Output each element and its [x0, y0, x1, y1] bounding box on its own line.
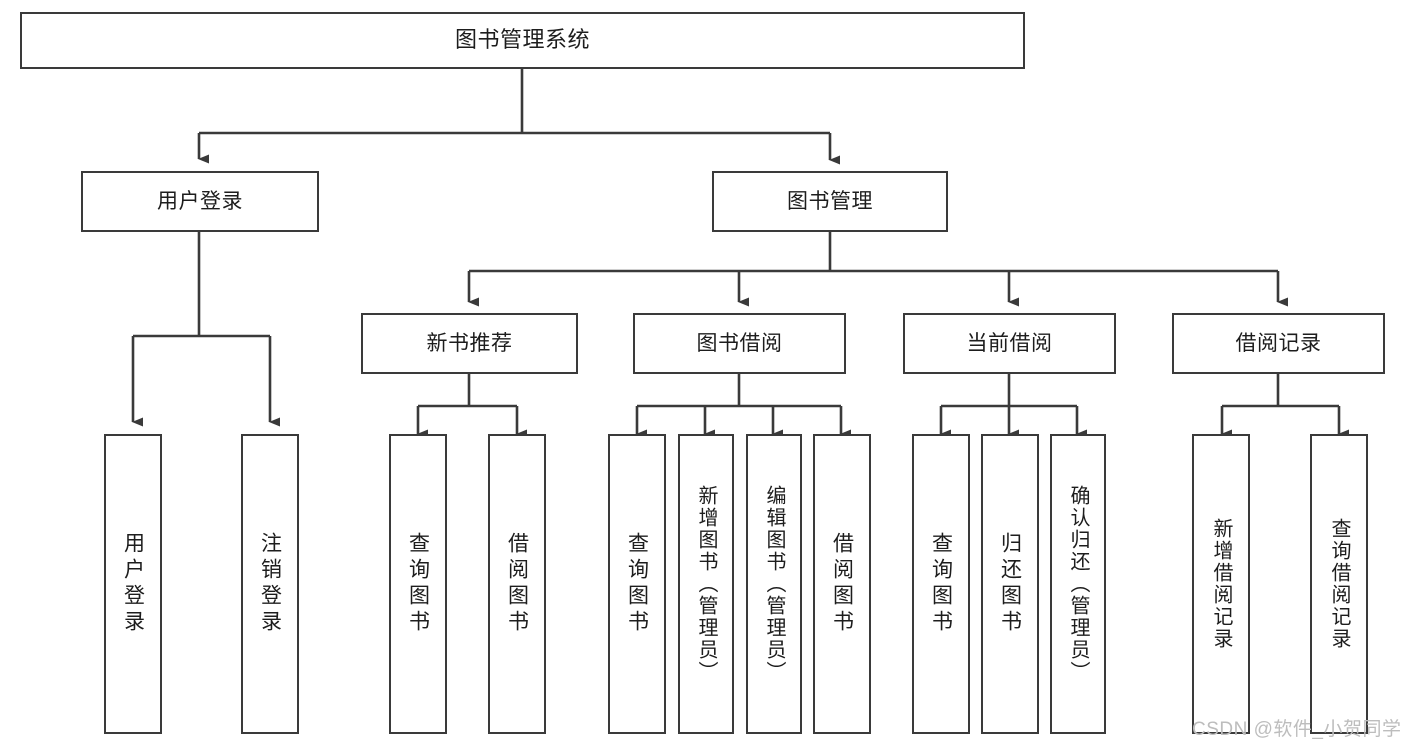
node-borrow-records[interactable]: 借阅记录 — [1172, 313, 1385, 374]
node-label: 新增图书（管理员） — [695, 485, 717, 683]
node-label: 图书管理系统 — [454, 27, 590, 53]
node-label: 查询图书 — [929, 532, 953, 636]
node-label: 确认归还（管理员） — [1067, 485, 1089, 683]
leaf-new-book-query[interactable]: 查询图书 — [389, 434, 447, 734]
node-current-borrowing[interactable]: 当前借阅 — [903, 313, 1116, 374]
node-root-book-management-system[interactable]: 图书管理系统 — [20, 12, 1025, 69]
leaf-add-book-admin[interactable]: 新增图书（管理员） — [678, 434, 734, 734]
node-label: 查询图书 — [406, 532, 430, 636]
node-label: 图书管理 — [787, 189, 873, 213]
node-label: 借阅图书 — [830, 532, 854, 636]
leaf-user-login[interactable]: 用户登录 — [104, 434, 162, 734]
node-label: 注销登录 — [258, 532, 282, 636]
node-label: 用户登录 — [157, 189, 243, 213]
leaf-borrow-book[interactable]: 借阅图书 — [813, 434, 871, 734]
node-label: 新增借阅记录 — [1210, 518, 1232, 650]
node-label: 当前借阅 — [966, 331, 1053, 355]
leaf-query-borrow-record[interactable]: 查询借阅记录 — [1310, 434, 1368, 734]
node-label: 新书推荐 — [426, 331, 513, 355]
node-book-management[interactable]: 图书管理 — [712, 171, 948, 232]
node-label: 查询图书 — [625, 532, 649, 636]
node-user-login[interactable]: 用户登录 — [81, 171, 319, 232]
leaf-add-borrow-record[interactable]: 新增借阅记录 — [1192, 434, 1250, 734]
leaf-new-book-borrow[interactable]: 借阅图书 — [488, 434, 546, 734]
leaf-logout[interactable]: 注销登录 — [241, 434, 299, 734]
node-book-borrowing[interactable]: 图书借阅 — [633, 313, 846, 374]
node-new-book-recommendation[interactable]: 新书推荐 — [361, 313, 578, 374]
node-label: 查询借阅记录 — [1328, 518, 1350, 650]
watermark-text: CSDN @软件_小贺同学 — [1192, 719, 1402, 740]
node-label: 用户登录 — [121, 532, 145, 636]
leaf-current-query-book[interactable]: 查询图书 — [912, 434, 970, 734]
leaf-borrow-query-book[interactable]: 查询图书 — [608, 434, 666, 734]
node-label: 编辑图书（管理员） — [763, 485, 785, 683]
node-label: 归还图书 — [998, 532, 1022, 636]
node-label: 借阅图书 — [505, 532, 529, 636]
node-label: 图书借阅 — [696, 331, 783, 355]
leaf-edit-book-admin[interactable]: 编辑图书（管理员） — [746, 434, 802, 734]
leaf-return-book[interactable]: 归还图书 — [981, 434, 1039, 734]
leaf-confirm-return-admin[interactable]: 确认归还（管理员） — [1050, 434, 1106, 734]
node-label: 借阅记录 — [1235, 331, 1322, 355]
